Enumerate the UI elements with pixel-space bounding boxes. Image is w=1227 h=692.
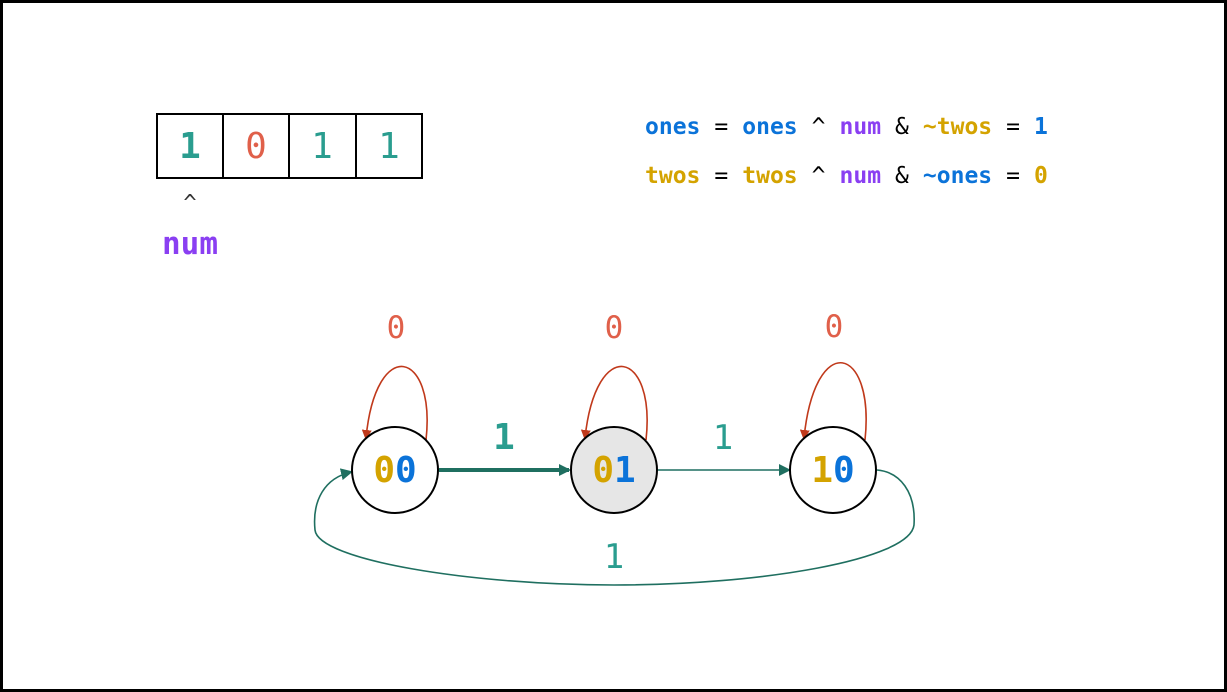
edge-00-to-01-label: 1 [493,417,515,458]
equation-ones: ones = ones ^ num&~twos = 1 [645,114,1048,140]
edge-10-to-00-label: 1 [604,537,624,577]
state-00-second-bit: 0 [395,450,417,491]
self-loop-arrow-01 [580,365,648,441]
state-10-second-bit: 0 [833,450,855,491]
eq-twos-a: twos [742,163,797,189]
eq-ones-xor: ^ [812,114,826,140]
equation-twos: twos = twos ^ num&~ones = 0 [645,163,1048,189]
state-01-label: 01 [592,450,635,491]
array-cell-3-value: 1 [378,126,400,167]
eq-ones-not-var: ~twos [923,114,992,140]
eq-twos-eq: = [714,163,728,189]
state-00-circle [351,426,439,514]
array-cell-1-value: 0 [245,126,267,167]
eq-ones-result: 1 [1034,114,1048,140]
eq-twos-eq2: = [1006,163,1020,189]
array-cell-2-value: 1 [311,126,333,167]
state-10-circle [789,426,877,514]
eq-twos-and: & [895,163,909,189]
state-00: 00 [351,426,439,514]
state-00-first-bit: 0 [373,450,395,491]
eq-twos-xor: ^ [812,163,826,189]
eq-ones-lhs: ones [645,114,700,140]
array-cell-0-value: 1 [179,126,201,167]
state-00-label: 00 [373,450,416,491]
pointer-label: num [162,226,218,262]
eq-ones-and: & [895,114,909,140]
eq-twos-num: num [840,163,882,189]
eq-ones-eq: = [714,114,728,140]
edge-01-to-10-label: 1 [713,418,733,458]
eq-twos-result: 0 [1034,163,1048,189]
state-10-label: 10 [811,450,854,491]
eq-ones-num: num [840,114,882,140]
state-01: 01 [570,426,658,514]
self-loop-label-00: 0 [387,310,406,346]
state-01-second-bit: 1 [614,450,636,491]
eq-ones-a: ones [742,114,797,140]
self-loop-label-01: 0 [605,310,624,346]
self-loop-arrow-10 [799,361,867,441]
state-10: 10 [789,426,877,514]
edge-10-to-00 [313,468,915,586]
state-10-first-bit: 1 [811,450,833,491]
eq-twos-not-var: ~ones [923,163,992,189]
eq-ones-eq2: = [1006,114,1020,140]
array-cell-3 [355,113,423,179]
self-loops [361,361,867,441]
equations: ones = ones ^ num&~twos = 1 twos = twos ^ num&~one… [645,114,1048,189]
self-loop-arrow-00 [361,365,428,441]
state-01-circle [570,426,658,514]
self-loop-label-10: 0 [825,309,844,345]
eq-twos-lhs: twos [645,163,700,189]
bit-array: 1 0 1 1 ^ num [156,113,423,262]
array-pointer: ^ [183,191,196,216]
state-01-first-bit: 0 [592,450,614,491]
